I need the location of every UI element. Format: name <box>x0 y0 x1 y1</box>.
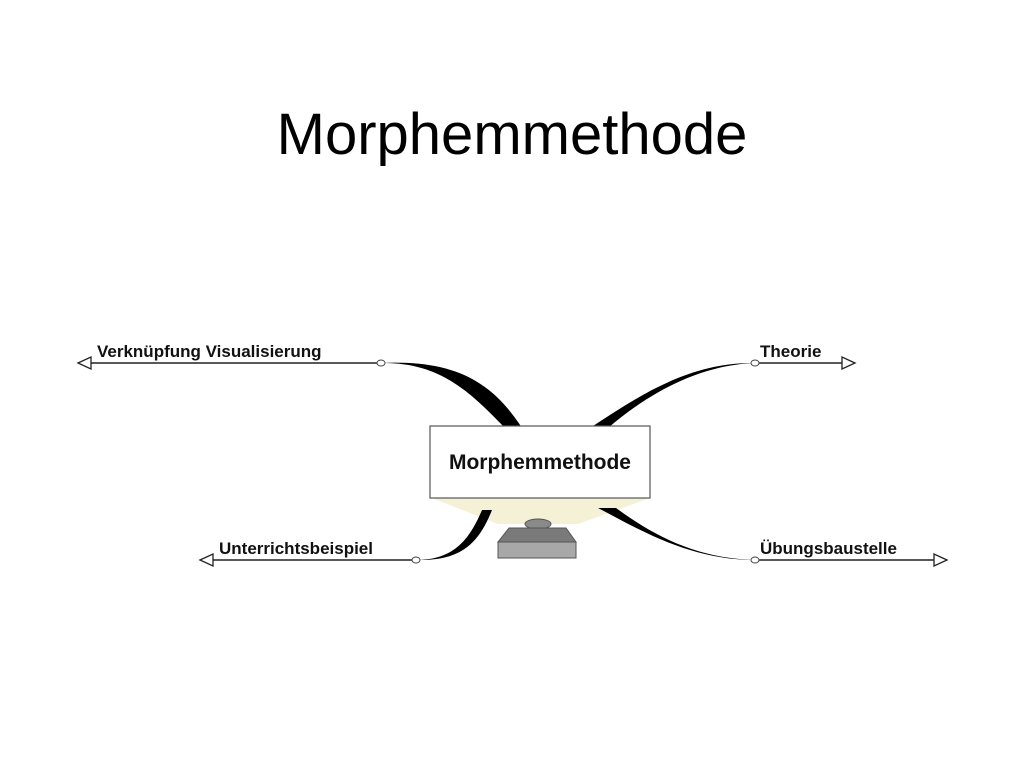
central-topic-box <box>429 425 651 499</box>
junction-node <box>376 359 386 367</box>
connector-bottom-right <box>598 508 755 560</box>
central-topic-label: Morphemmethode <box>449 451 631 474</box>
connector-bottom-left <box>416 510 492 561</box>
branch-label-top-right: Theorie <box>760 342 821 361</box>
junction-node <box>750 359 760 367</box>
arrow-right-icon <box>933 552 949 568</box>
connector-top-left <box>381 362 522 428</box>
branch-label-bottom-right: Übungsbaustelle <box>760 539 897 558</box>
branch-label-bottom-left: Unterrichtsbeispiel <box>219 539 373 558</box>
branch-label-top-left: Verknüpfung Visualisierung <box>97 342 322 361</box>
connector-top-right <box>590 362 755 428</box>
spotlight-pedestal-icon <box>496 518 577 559</box>
arrow-right-icon <box>841 355 857 371</box>
arrow-left-icon <box>76 355 92 371</box>
junction-node <box>411 556 421 564</box>
arrow-left-icon <box>198 552 214 568</box>
page-title: Morphemmethode <box>276 102 748 167</box>
junction-node <box>750 556 760 564</box>
